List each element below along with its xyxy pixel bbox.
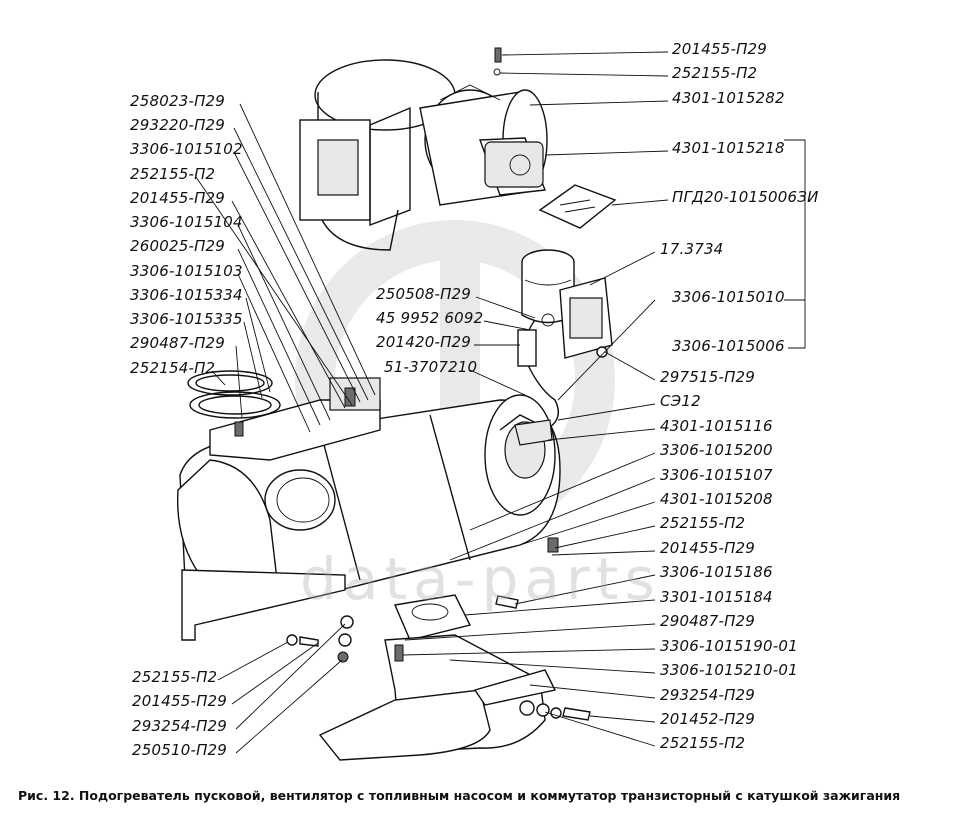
label-right-20: 3306-1015190-01 [660,637,798,655]
label-right-3: 4301-1015282 [672,89,785,107]
label-center-2: 45 9952 6092 [376,309,484,327]
label-center-4: 51-3707210 [384,358,478,376]
label-left-5: 201455-П29 [130,189,226,207]
label-right-10: СЭ12 [660,392,701,410]
gaskets [187,370,281,419]
leader-lines-left [195,103,376,433]
label-left-8: 3306-1015103 [130,262,243,280]
label-left-7: 260025-П29 [130,237,226,255]
label-left-3: 3306-1015102 [130,140,243,158]
label-right-21: 3306-1015210-01 [660,661,798,679]
label-left-6: 3306-1015104 [130,213,243,231]
heater-body [176,377,561,607]
label-center-1: 250508-П29 [376,285,472,303]
label-right-6: 17.3734 [660,240,724,258]
label-right-8: 3306-1015006 [672,337,785,355]
label-plate [538,184,617,229]
label-right-4: 4301-1015218 [672,139,785,157]
fan-assembly [299,59,548,251]
label-center-3: 201420-П29 [376,333,472,351]
bracket [181,569,346,641]
label-bottom-left-4: 250510-П29 [132,741,228,759]
label-right-13: 3306-1015107 [660,466,773,484]
watermark-text: data-parts [300,545,661,613]
leader-lines-bottom-left [217,623,346,754]
label-right-24: 252155-П2 [660,734,746,752]
label-right-11: 4301-1015116 [660,417,773,435]
hardware [234,47,608,721]
label-right-12: 3306-1015200 [660,441,773,459]
exhaust-outlet [318,594,557,761]
label-bottom-left-3: 293254-П29 [132,717,228,735]
label-left-2: 293220-П29 [130,116,226,134]
label-left-9: 3306-1015334 [130,286,243,304]
label-left-12: 252154-П2 [130,359,216,377]
label-right-15: 252155-П2 [660,514,746,532]
label-right-17: 3306-1015186 [660,563,773,581]
figure-caption: Рис. 12. Подогреватель пусковой, вентиля… [18,788,901,803]
leader-lines-right [402,51,806,747]
label-right-5: ПГД20-1015006ЗИ [672,188,819,206]
ignition-coil [517,249,613,431]
label-right-23: 201452-П29 [660,710,756,728]
label-right-1: 201455-П29 [672,40,768,58]
label-bottom-left-1: 252155-П2 [132,668,218,686]
label-left-11: 290487-П29 [130,334,226,352]
label-right-14: 4301-1015208 [660,490,773,508]
label-right-22: 293254-П29 [660,686,756,704]
label-right-9: 297515-П29 [660,368,756,386]
leader-lines-center [469,296,536,396]
label-left-4: 252155-П2 [130,165,216,183]
label-right-19: 290487-П29 [660,612,756,630]
label-bottom-left-2: 201455-П29 [132,692,228,710]
label-right-18: 3301-1015184 [660,588,773,606]
label-right-16: 201455-П29 [660,539,756,557]
label-right-7: 3306-1015010 [672,288,785,306]
label-left-10: 3306-1015335 [130,310,243,328]
label-right-2: 252155-П2 [672,64,758,82]
label-left-1: 258023-П29 [130,92,226,110]
